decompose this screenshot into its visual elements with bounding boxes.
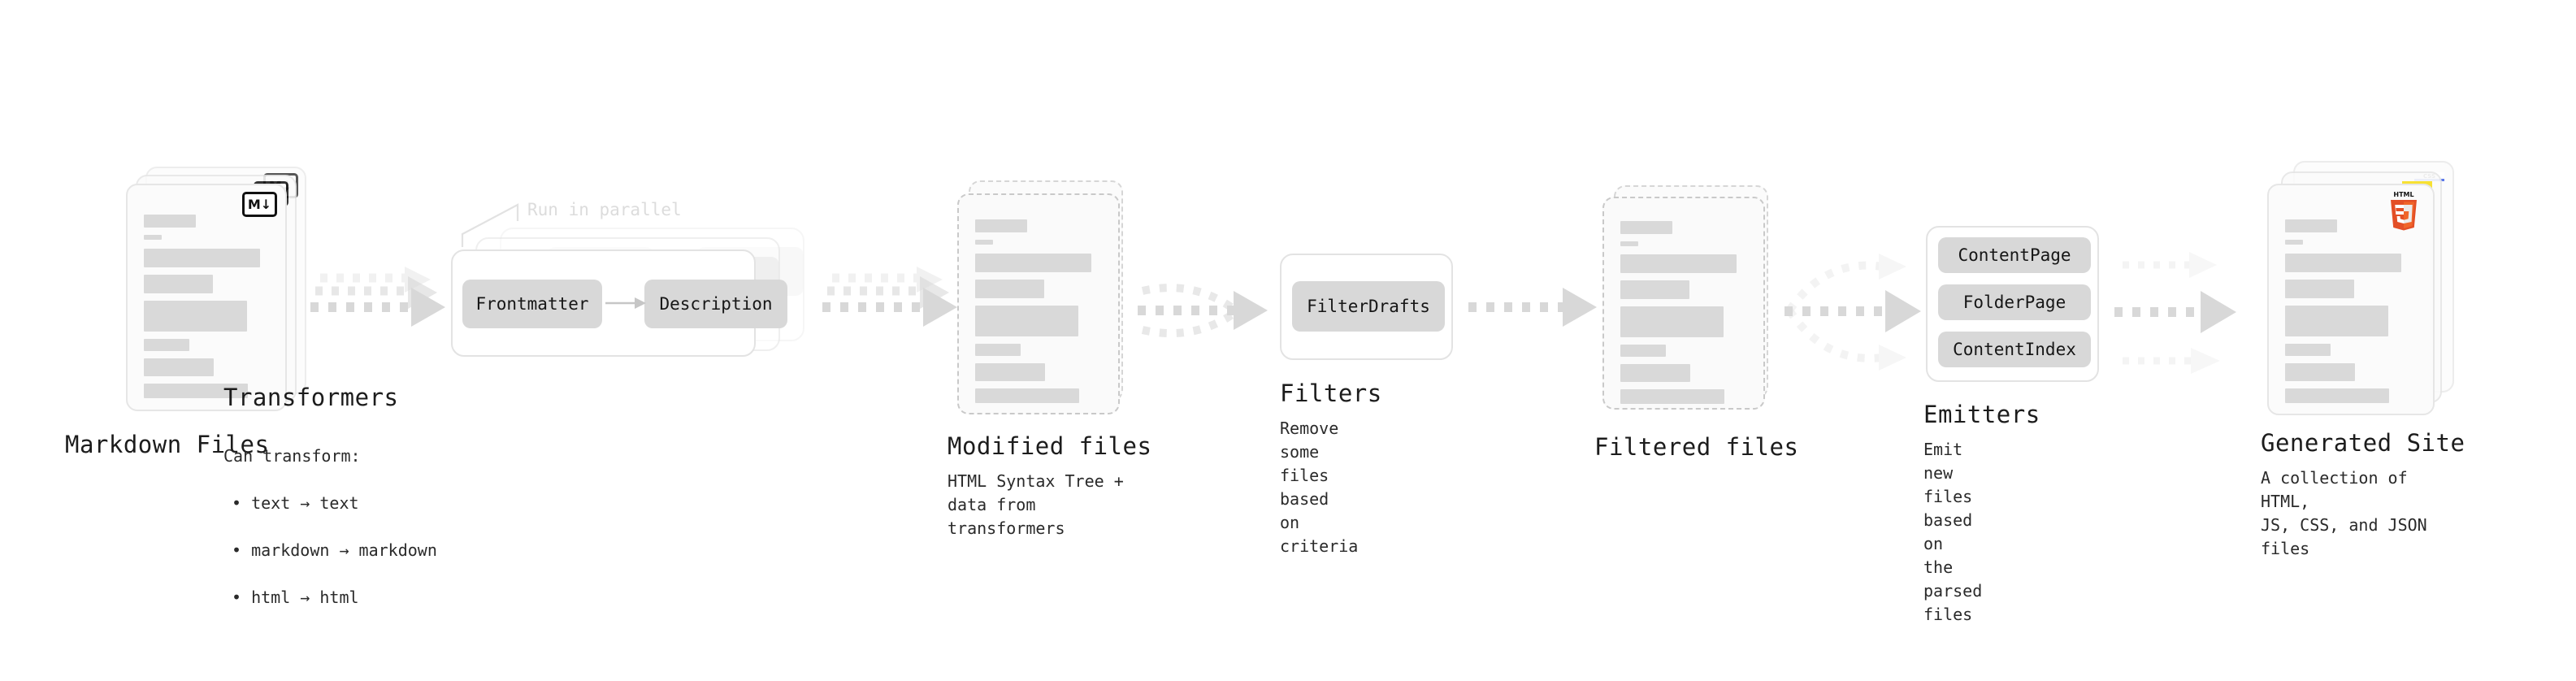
transform-item: • text → text bbox=[232, 493, 359, 513]
emitters-description: Emit new files based on the parsed files bbox=[1923, 440, 1983, 624]
skeleton-bar bbox=[2285, 219, 2337, 232]
page-title-filtered-files: Filtered files bbox=[1594, 433, 1799, 461]
transform-item: • html → html bbox=[232, 588, 359, 607]
html5-badge-icon: HTML bbox=[2391, 191, 2417, 231]
markdown-badge: M↓ bbox=[242, 192, 277, 217]
filtered-skeleton bbox=[1620, 221, 1749, 411]
skeleton-bar bbox=[144, 339, 189, 351]
stage-markdown-files: M↓ M↓ M↓ Markdown Files bbox=[65, 167, 313, 458]
skeleton-bar bbox=[1620, 254, 1737, 273]
skeleton-bar bbox=[2285, 306, 2388, 336]
transformer-node-description[interactable]: Description bbox=[644, 280, 787, 328]
skeleton-bar bbox=[2285, 344, 2331, 356]
skeleton-bar bbox=[1620, 221, 1672, 234]
skeleton-bar bbox=[975, 363, 1045, 381]
arrow-transformers-to-modified bbox=[822, 267, 957, 327]
skeleton-bar bbox=[1620, 280, 1689, 299]
site-doc-stack: CSS HTML bbox=[2267, 161, 2454, 417]
emitter-node-folderpage[interactable]: FolderPage bbox=[1938, 284, 2091, 320]
stage-modified-files: Modified files HTML Syntax Tree + data f… bbox=[948, 180, 1151, 538]
transform-item: • markdown → markdown bbox=[232, 540, 437, 560]
transformer-group-layer-1: Frontmatter Description bbox=[451, 249, 787, 357]
skeleton-bar bbox=[144, 249, 260, 267]
modified-doc-stack bbox=[957, 180, 1136, 416]
filtered-doc-stack bbox=[1602, 185, 1781, 421]
arrow-markdown-to-transformers bbox=[310, 267, 445, 327]
skeleton-bar bbox=[144, 235, 162, 240]
filters-group: FilterDrafts bbox=[1280, 254, 1453, 360]
page-title-filters: Filters bbox=[1280, 380, 1382, 407]
stage-generated-site: CSS HTML bbox=[2261, 161, 2465, 558]
skeleton-bar bbox=[144, 384, 248, 398]
arrow-filtered-to-emitters bbox=[1785, 254, 1921, 371]
emitter-node-contentindex-label: ContentIndex bbox=[1953, 340, 2076, 359]
emitters-group: ContentPage FolderPage ContentIndex bbox=[1926, 226, 2099, 382]
site-skeleton bbox=[2285, 219, 2418, 410]
arrow-filters-to-filtered bbox=[1468, 288, 1597, 327]
skeleton-bar bbox=[2285, 388, 2389, 403]
page-title-emitters: Emitters bbox=[1923, 401, 2040, 428]
modified-skeleton bbox=[975, 219, 1104, 410]
emitter-node-contentpage[interactable]: ContentPage bbox=[1938, 237, 2091, 273]
stage-filtered-files: Filtered files bbox=[1594, 185, 1798, 461]
modified-doc-layer-1 bbox=[957, 193, 1120, 414]
emitter-node-contentpage-label: ContentPage bbox=[1958, 245, 2071, 265]
arrow-emitters-to-site bbox=[2114, 252, 2236, 374]
skeleton-bar bbox=[975, 219, 1027, 232]
skeleton-bar bbox=[975, 344, 1021, 356]
transformer-node-description-label: Description bbox=[659, 294, 773, 314]
run-in-parallel-label: Run in parallel bbox=[527, 200, 682, 219]
skeleton-bar bbox=[144, 358, 214, 376]
skeleton-bar bbox=[975, 254, 1091, 272]
page-title-modified-files: Modified files bbox=[948, 432, 1152, 460]
emitter-node-folderpage-label: FolderPage bbox=[1962, 293, 2066, 312]
page-title-transformers: Transformers bbox=[223, 384, 399, 411]
transformer-inner-arrow-icon bbox=[605, 297, 646, 309]
arrow-modified-to-filters bbox=[1138, 284, 1268, 338]
skeleton-bar bbox=[1620, 306, 1724, 337]
skeleton-bar bbox=[1620, 345, 1666, 357]
skeleton-bar bbox=[1620, 389, 1724, 404]
emitter-node-contentindex[interactable]: ContentIndex bbox=[1938, 332, 2091, 367]
skeleton-bar bbox=[975, 388, 1079, 403]
skeleton-bar bbox=[975, 240, 993, 245]
svg-text:HTML: HTML bbox=[2393, 191, 2413, 198]
modified-files-description: HTML Syntax Tree + data from transformer… bbox=[948, 471, 1124, 538]
filter-node-filterdrafts-label: FilterDrafts bbox=[1307, 297, 1430, 316]
page-title-markdown-files: Markdown Files bbox=[65, 431, 270, 458]
filtered-doc-layer-1 bbox=[1602, 197, 1765, 410]
markdown-doc-stack: M↓ M↓ M↓ bbox=[126, 167, 313, 419]
transform-intro: Can transform: bbox=[223, 446, 361, 466]
transformer-node-frontmatter-label: Frontmatter bbox=[475, 294, 589, 314]
parallel-bracket-icon bbox=[461, 203, 519, 247]
skeleton-bar bbox=[2285, 363, 2355, 381]
transformer-node-frontmatter[interactable]: Frontmatter bbox=[462, 280, 602, 328]
site-doc-layer-html: HTML bbox=[2267, 184, 2435, 415]
page-title-generated-site: Generated Site bbox=[2261, 429, 2465, 457]
generated-site-description: A collection of HTML, JS, CSS, and JSON … bbox=[2261, 468, 2427, 558]
filter-node-filterdrafts[interactable]: FilterDrafts bbox=[1292, 281, 1445, 332]
filters-description: Remove some files based on criteria bbox=[1280, 419, 1359, 556]
transformers-description: Can transform: • text → text • markdown … bbox=[223, 421, 437, 633]
markdown-skeleton bbox=[144, 215, 271, 406]
skeleton-bar bbox=[1620, 364, 1690, 382]
skeleton-bar bbox=[2285, 240, 2303, 245]
skeleton-bar bbox=[144, 215, 196, 228]
markdown-badge-label: M↓ bbox=[247, 196, 272, 212]
skeleton-bar bbox=[2285, 254, 2401, 272]
markdown-doc-layer-1: M↓ bbox=[126, 184, 287, 411]
skeleton-bar bbox=[144, 275, 213, 293]
skeleton-bar bbox=[144, 301, 247, 332]
skeleton-bar bbox=[975, 280, 1044, 298]
skeleton-bar bbox=[975, 306, 1078, 336]
skeleton-bar bbox=[1620, 241, 1638, 246]
skeleton-bar bbox=[2285, 280, 2354, 298]
